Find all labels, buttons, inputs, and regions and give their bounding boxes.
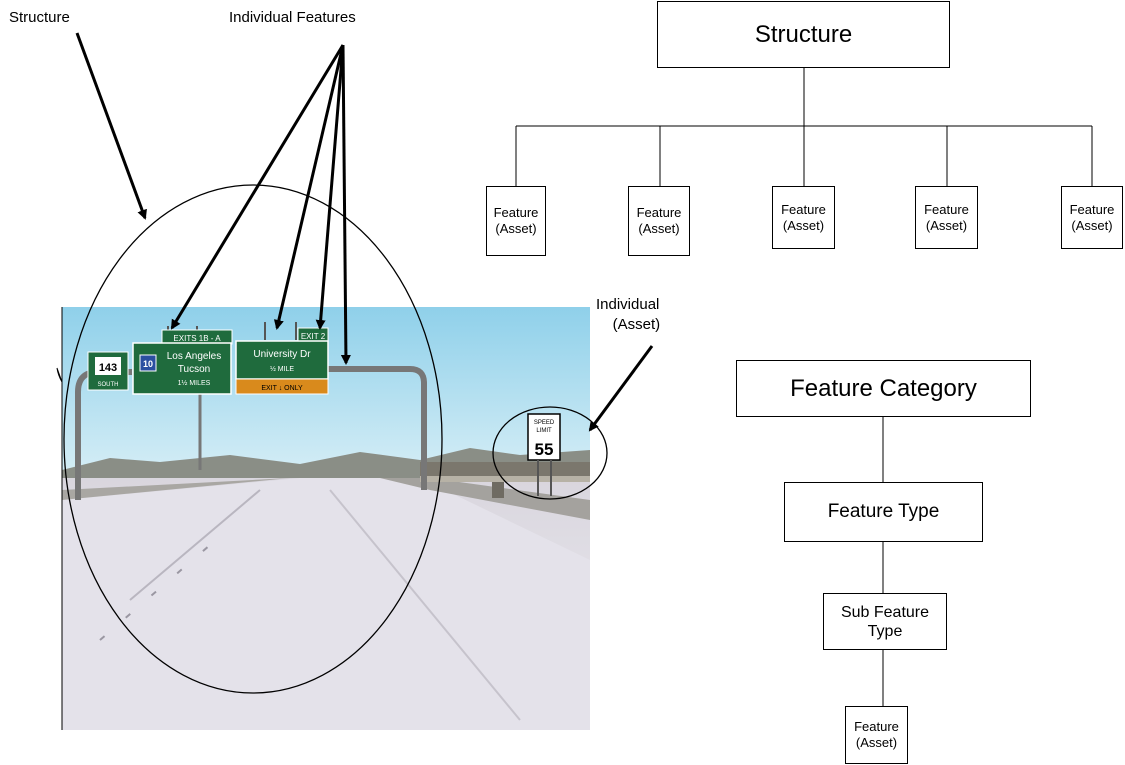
svg-text:SPEED: SPEED	[534, 420, 555, 426]
feature-arrow-2	[273, 44, 345, 330]
structure-circle	[63, 184, 443, 694]
tree-feature-asset: Feature (Asset)	[486, 186, 546, 256]
svg-text:Los Angeles: Los Angeles	[167, 351, 222, 362]
asset-circle	[492, 406, 608, 500]
top-tree-connectors	[515, 68, 1093, 186]
svg-text:1½ MILES: 1½ MILES	[178, 379, 211, 387]
tree-feature-asset-bottom: Feature (Asset)	[845, 706, 908, 764]
svg-text:EXITS 1B - A: EXITS 1B - A	[173, 334, 221, 343]
structure-label: Structure	[9, 9, 70, 26]
svg-text:Tucson: Tucson	[178, 364, 210, 375]
individual-features-label: Individual Features	[229, 9, 356, 26]
structure-arrow	[75, 32, 147, 220]
feature-arrow-4	[340, 44, 351, 365]
tree-feature-asset: Feature (Asset)	[1061, 186, 1123, 249]
sign-exit-only	[235, 378, 329, 395]
svg-text:EXIT ↓ ONLY: EXIT ↓ ONLY	[261, 385, 303, 392]
sign-university-dr	[235, 340, 329, 380]
tree-feature-asset: Feature (Asset)	[772, 186, 835, 249]
svg-text:EXIT 2: EXIT 2	[301, 332, 326, 341]
svg-text:½ MILE: ½ MILE	[270, 365, 294, 373]
feature-arrow-1	[170, 44, 345, 330]
svg-text:55: 55	[535, 440, 554, 459]
asset-arrow	[588, 345, 654, 432]
individual-asset-label: Individual (Asset)	[596, 296, 661, 333]
svg-text:10: 10	[143, 359, 153, 369]
svg-text:LIMIT: LIMIT	[536, 428, 552, 434]
sign-route-143-number: 143	[99, 362, 117, 374]
sign-route-143-dir: SOUTH	[98, 382, 119, 388]
photo-overpass	[420, 462, 590, 476]
tree-sub-feature-type: Sub Feature Type	[823, 593, 947, 650]
tree-feature-asset: Feature (Asset)	[628, 186, 690, 256]
tree-root-structure: Structure	[657, 1, 950, 68]
tree-feature-category: Feature Category	[736, 360, 1031, 417]
sign-speed-limit	[527, 413, 561, 461]
tree-feature-asset: Feature (Asset)	[915, 186, 978, 249]
tree-feature-type: Feature Type	[784, 482, 983, 542]
svg-text:University Dr: University Dr	[253, 349, 311, 360]
feature-arrow-3	[315, 44, 345, 330]
